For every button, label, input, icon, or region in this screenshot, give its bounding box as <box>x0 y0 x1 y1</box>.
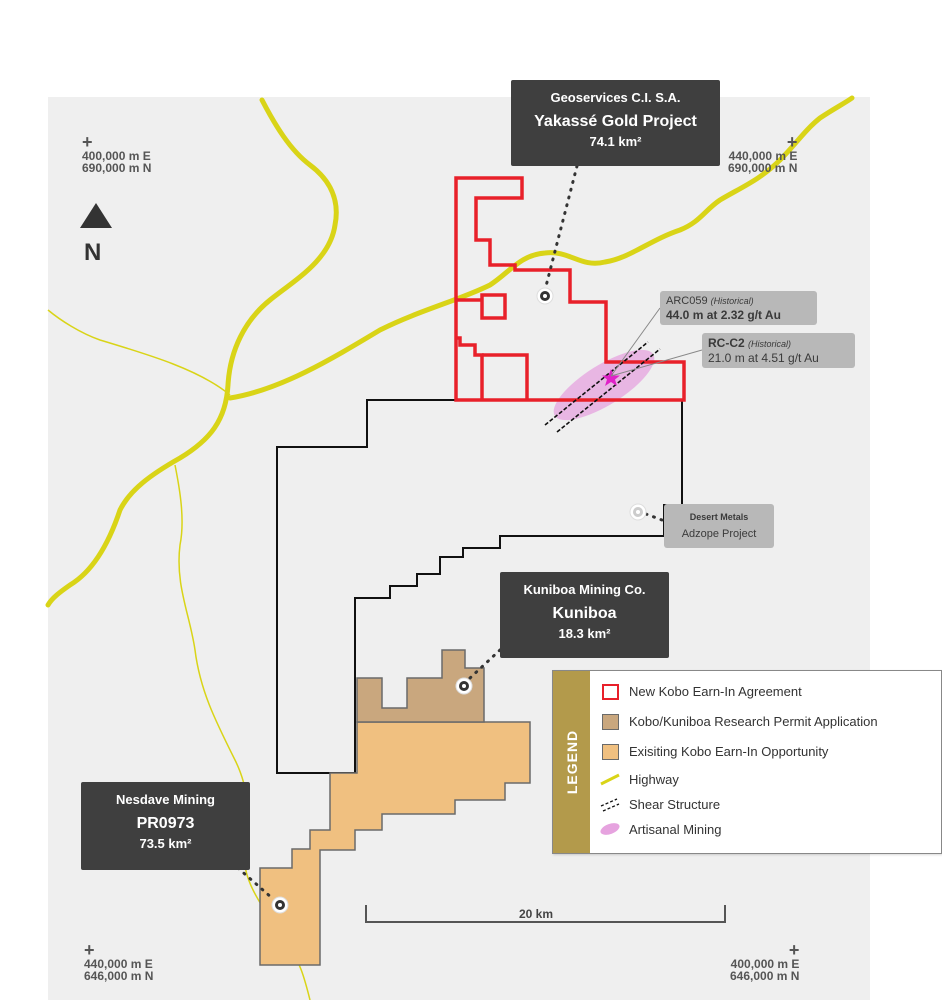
shear-structure-1 <box>544 341 649 426</box>
callout-area: 73.5 km² <box>139 836 192 851</box>
kuniboa-marker-icon <box>455 677 473 695</box>
desert-company: Desert Metals <box>689 512 749 522</box>
drillhole-id: RC-C2 <box>708 336 745 350</box>
new-kobo-inner-block <box>482 353 529 400</box>
scale-bar <box>365 905 726 923</box>
legend-item-artisanal: Artisanal Mining <box>599 819 722 839</box>
scale-label: 20 km <box>519 907 554 921</box>
drillhole-historical: (Historical) <box>710 296 754 306</box>
north-label: N <box>84 239 102 266</box>
legend-item-existing-kobo: Exisiting Kobo Earn-In Opportunity <box>599 741 828 761</box>
desert-metals-tag: Desert Metals Adzope Project <box>664 504 774 548</box>
desert-marker-icon <box>629 503 647 521</box>
shear-line-icon <box>599 796 621 812</box>
rcc2-leader <box>610 349 703 377</box>
drillhole-id: ARC059 <box>666 295 708 307</box>
coord-top-left: + 400,000 m E 690,000 m N <box>82 132 152 175</box>
crosshair-icon: + <box>84 940 95 960</box>
rcc2-tag: RC-C2 (Historical) 21.0 m at 4.51 g/t Au <box>702 333 855 368</box>
yakasse-marker-icon <box>536 287 554 305</box>
yakasse-leader <box>543 164 579 292</box>
callout-project-name: Kuniboa <box>552 605 617 622</box>
coord-easting: 440,000 m E <box>84 957 153 971</box>
highway-north <box>227 95 855 401</box>
coord-bottom-right: + 400,000 m E 646,000 m N <box>730 940 800 983</box>
minor-road-west <box>47 309 231 396</box>
legend-title: LEGEND <box>563 729 580 795</box>
coord-easting: 400,000 m E <box>730 957 800 971</box>
legend-label: Kobo/Kuniboa Research Permit Application <box>629 713 878 729</box>
callout-project-name: Yakassé Gold Project <box>534 113 697 130</box>
kuniboa-callout: Kuniboa Mining Co. Kuniboa 18.3 km² <box>500 572 669 658</box>
drillhole-result: 44.0 m at 2.32 g/t Au <box>666 308 781 322</box>
orange-fill-swatch-icon <box>599 743 621 760</box>
crosshair-icon: + <box>82 132 93 152</box>
coord-bottom-left: + 440,000 m E 646,000 m N <box>84 940 154 983</box>
kuniboa-permit-area <box>356 649 485 723</box>
desert-project: Adzope Project <box>681 528 757 540</box>
arc059-tag: ARC059 (Historical) 44.0 m at 2.32 g/t A… <box>660 291 817 325</box>
coord-northing: 690,000 m N <box>728 161 798 175</box>
legend-label: Shear Structure <box>629 796 721 812</box>
legend-label: Highway <box>629 771 679 787</box>
nesdave-leader <box>236 866 274 900</box>
highway-west <box>45 97 339 608</box>
callout-area: 74.1 km² <box>589 134 642 149</box>
legend-item-kuniboa-permit: Kobo/Kuniboa Research Permit Application <box>599 711 878 731</box>
crosshair-icon: + <box>788 940 800 960</box>
new-kobo-inner-notch <box>456 293 507 320</box>
artisanal-mining-zone <box>553 349 655 421</box>
callout-company: Geoservices C.I. S.A. <box>550 90 681 105</box>
legend-label: Exisiting Kobo Earn-In Opportunity <box>629 743 829 759</box>
north-arrow-icon <box>80 203 112 228</box>
shear-structure-2 <box>556 348 661 433</box>
brown-fill-swatch-icon <box>599 713 621 730</box>
legend-item-shear: Shear Structure <box>599 794 720 814</box>
desert-leader <box>644 512 664 522</box>
legend-label: Artisanal Mining <box>629 821 722 837</box>
nesdave-callout: Nesdave Mining PR0973 73.5 km² <box>81 782 250 870</box>
legend-title-bar: LEGEND <box>553 671 590 853</box>
nesdave-marker-icon <box>271 896 289 914</box>
coord-top-right: + 440,000 m E 690,000 m N <box>728 132 798 175</box>
yakasse-callout: Geoservices C.I. S.A. Yakassé Gold Proje… <box>511 80 720 166</box>
kuniboa-leader <box>468 648 502 680</box>
callout-project-name: PR0973 <box>136 815 195 832</box>
artisanal-ellipse-icon <box>599 821 621 837</box>
coord-northing: 690,000 m N <box>82 161 152 175</box>
arc059-leader <box>610 307 661 377</box>
drillhole-star-icon <box>602 369 620 386</box>
existing-kobo-earn-in-area <box>259 721 531 966</box>
coord-easting: 400,000 m E <box>82 149 151 163</box>
legend-item-highway: Highway <box>599 769 679 789</box>
highway-line-icon <box>599 771 621 787</box>
callout-company: Kuniboa Mining Co. <box>523 582 646 597</box>
new-kobo-earn-in-area <box>454 176 686 402</box>
legend: LEGEND New Kobo Earn-In Agreement Kobo/K… <box>552 670 942 854</box>
coord-easting: 440,000 m E <box>728 149 798 163</box>
legend-item-new-kobo: New Kobo Earn-In Agreement <box>599 681 802 701</box>
drillhole-historical: (Historical) <box>748 339 792 349</box>
crosshair-icon: + <box>786 132 798 152</box>
coord-northing: 646,000 m N <box>730 969 800 983</box>
drillhole-result: 21.0 m at 4.51 g/t Au <box>708 351 819 365</box>
callout-area: 18.3 km² <box>558 626 611 641</box>
red-outline-swatch-icon <box>599 683 621 700</box>
callout-company: Nesdave Mining <box>116 792 215 807</box>
coord-northing: 646,000 m N <box>84 969 154 983</box>
legend-label: New Kobo Earn-In Agreement <box>629 683 802 699</box>
